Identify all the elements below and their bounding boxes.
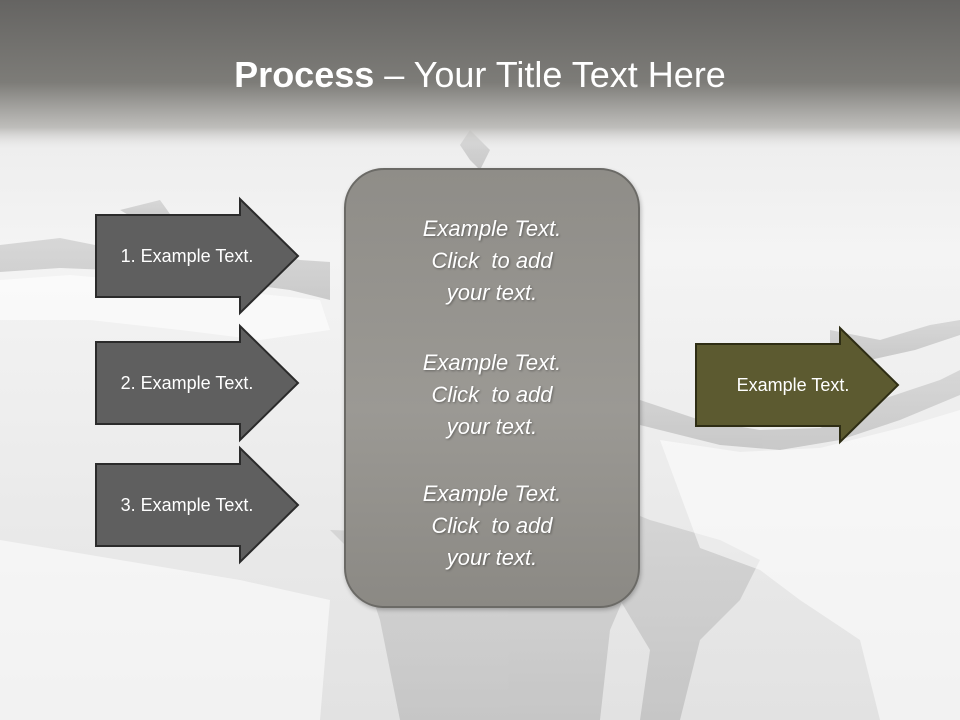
center-text-3-line-2: Click to add [431,513,553,538]
center-text-1-line-2: Click to add [431,248,553,273]
output-arrow [695,325,900,445]
input-arrow-2-label: 2. Example Text. [120,372,254,393]
page-title: Process – Your Title Text Here [0,50,960,100]
center-text-block-3: Example Text. Click to add your text. [344,478,640,574]
input-arrow-1-label: 1. Example Text. [120,245,254,266]
center-text-2-line-3: your text. [446,414,538,439]
center-text-1-line-3: your text. [446,280,538,305]
input-arrow-1 [95,196,300,316]
title-strong: Process [234,54,375,95]
center-text-1-line-1: Example Text. [422,216,562,241]
center-text-block-1: Example Text. Click to add your text. [344,213,640,309]
center-text-2-line-1: Example Text. [422,350,562,375]
center-text-3-line-3: your text. [446,545,538,570]
center-text-block-2: Example Text. Click to add your text. [344,347,640,443]
center-text-3-line-1: Example Text. [422,481,562,506]
output-arrow-label: Example Text. [736,374,850,395]
input-arrow-3 [95,445,300,565]
center-process-box [344,168,640,608]
input-arrow-2 [95,323,300,443]
input-arrow-3-label: 3. Example Text. [120,494,254,515]
title-rest: – Your Title Text Here [374,54,726,95]
center-text-2-line-2: Click to add [431,382,553,407]
title-bar [0,0,960,150]
